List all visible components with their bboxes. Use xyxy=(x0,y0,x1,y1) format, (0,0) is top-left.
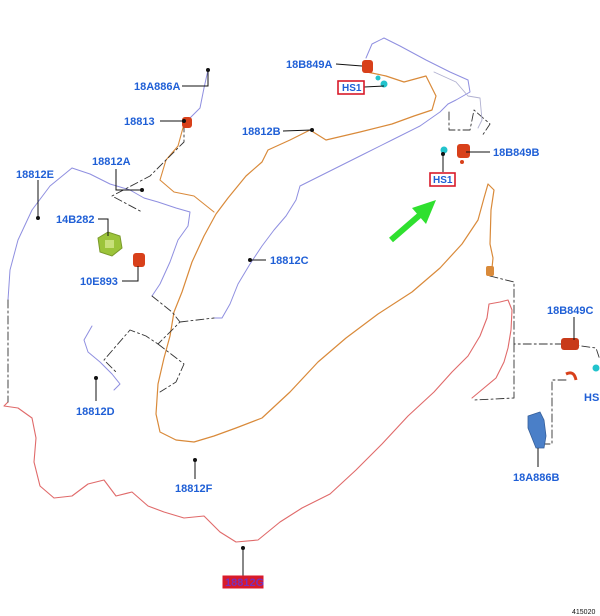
label-HS1-top: HS1 xyxy=(342,83,362,94)
connector-18B849A xyxy=(362,60,373,73)
hose-18813-branch xyxy=(159,123,215,213)
connector-18B849B xyxy=(440,144,470,164)
hose-18812A xyxy=(71,167,191,297)
label-14B282: 14B282 xyxy=(56,214,95,226)
label-18813: 18813 xyxy=(124,116,155,128)
label-18812F: 18812F xyxy=(175,483,213,495)
hose-18A886A xyxy=(189,69,209,119)
connector-18B849C xyxy=(561,338,579,350)
connector-10E893 xyxy=(133,253,145,267)
hose-end-18B849C xyxy=(565,371,578,381)
label-18812E: 18812E xyxy=(16,169,54,181)
hose-top-right-loop xyxy=(433,71,483,129)
label-18A886B: 18A886B xyxy=(513,472,560,484)
leader-dots xyxy=(36,68,445,550)
label-18812G: 18812G xyxy=(225,577,264,589)
label-18812A: 18812A xyxy=(92,156,131,168)
label-18B849C: 18B849C xyxy=(547,305,594,317)
leader-lines xyxy=(37,63,575,576)
hose-18812B xyxy=(155,71,495,443)
label-HS1-mid: HS1 xyxy=(433,175,453,186)
bracket-18A886B xyxy=(527,411,547,449)
label-HS-right: HS xyxy=(584,392,599,404)
hose-18812C xyxy=(213,103,449,319)
label-18B849A: 18B849A xyxy=(286,59,333,71)
part-labels: 18B849A HS1 18A886A 18813 18812B 18B849B… xyxy=(16,59,599,616)
hose-18812E xyxy=(7,167,73,301)
port-HS-right xyxy=(592,364,600,372)
bracket-14B282 xyxy=(97,231,123,257)
label-18812D: 18812D xyxy=(76,406,115,418)
hose-18812G xyxy=(3,299,513,543)
label-18B849B: 18B849B xyxy=(493,147,540,159)
18812G-box xyxy=(222,575,264,589)
hose-network xyxy=(3,37,600,543)
routing-dashed-lines xyxy=(7,109,600,445)
hose-18812D xyxy=(83,325,121,391)
label-10E893: 10E893 xyxy=(80,276,118,288)
green-arrow-icon xyxy=(389,200,436,243)
label-18812B: 18812B xyxy=(242,126,281,138)
hs1-top-box xyxy=(337,80,365,95)
illustration-code: 415020 xyxy=(572,609,595,616)
components xyxy=(97,60,600,449)
hs1-mid-box xyxy=(429,172,456,187)
label-18A886A: 18A886A xyxy=(134,81,181,93)
label-18812C: 18812C xyxy=(270,255,309,267)
hose-18B849A-loop xyxy=(365,37,471,105)
clip-orange-right xyxy=(486,266,494,276)
highlight-boxes xyxy=(222,80,456,589)
